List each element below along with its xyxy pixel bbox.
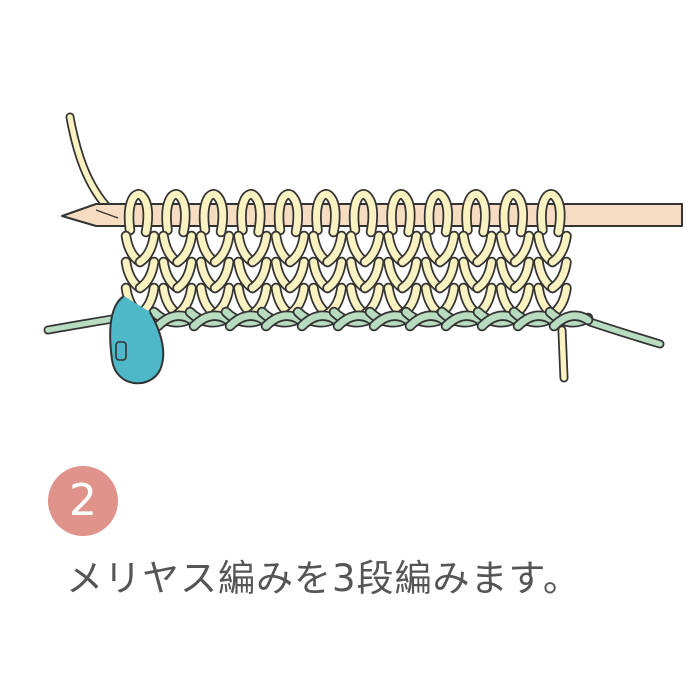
knitting-illustration (43, 112, 683, 385)
knit-stitch-rows (120, 189, 572, 320)
stitch-marker-icon (109, 295, 165, 385)
stitch-column (233, 189, 272, 320)
stitch-column (420, 189, 460, 320)
working-yarn-tail (65, 112, 115, 215)
step-number: 2 (69, 475, 97, 526)
step-instruction: メリヤス編みを3段編みます。 (66, 557, 581, 600)
stitch-column (195, 189, 235, 320)
step-number-badge: 2 (48, 466, 118, 536)
